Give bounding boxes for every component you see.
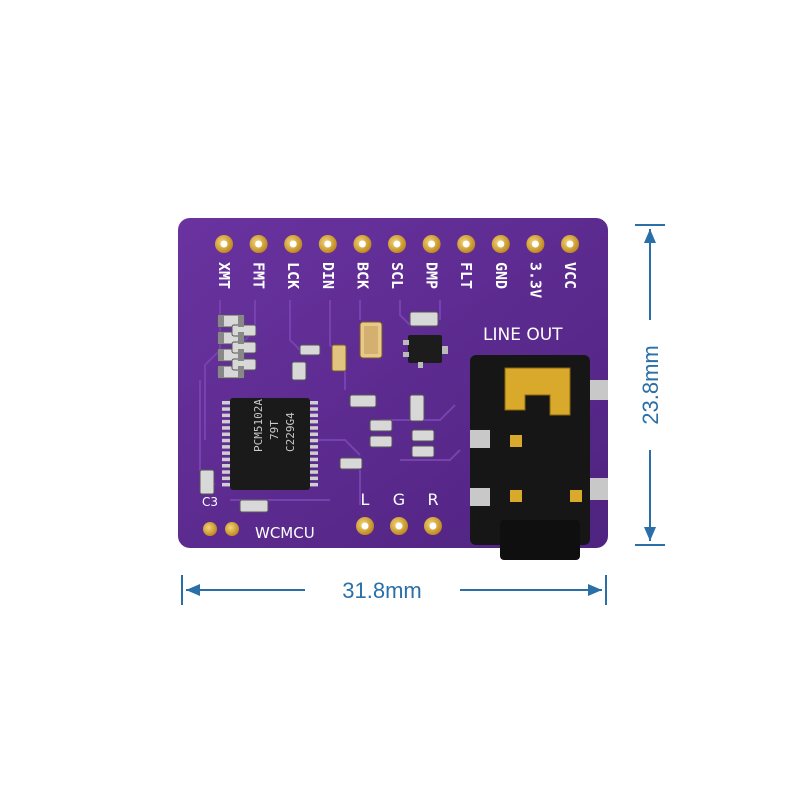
chip-leg	[222, 407, 230, 411]
chip-leg	[222, 451, 230, 455]
chip-leg	[222, 432, 230, 436]
header-pad-hole	[358, 240, 366, 248]
audio-pad-hole	[429, 522, 437, 530]
chip-leg	[310, 457, 318, 462]
chip-leg	[310, 451, 318, 455]
dac-chip: PCM5102A 79T C229G4	[222, 398, 318, 490]
audio-pin-label-l: L	[361, 490, 370, 509]
height-dimension-label: 23.8mm	[638, 345, 663, 424]
chip-leg	[310, 401, 318, 405]
corner-pads	[203, 522, 239, 536]
header-pad-hole	[289, 240, 297, 248]
header-pad-hole	[393, 240, 401, 248]
chip-leg	[310, 426, 318, 430]
header-pad-hole	[220, 240, 228, 248]
chip-leg	[310, 432, 318, 436]
chip-leg	[222, 470, 230, 474]
audio-pin-label-g: G	[393, 490, 405, 509]
brand-label: WCMCU	[255, 524, 315, 542]
chip-leg	[222, 457, 230, 462]
pin-label-33v: 3.3V	[526, 262, 544, 298]
chip-leg	[310, 445, 318, 449]
header-pad-hole	[255, 240, 263, 248]
chip-leg	[310, 470, 318, 474]
chip-leg	[222, 464, 230, 468]
header-pad-hole	[428, 240, 436, 248]
pin-labels: XMT FMT LCK DIN BCK SCL DMP FLT GND 3.3V VCC	[215, 262, 579, 298]
pin-label-scl: SCL	[388, 262, 406, 289]
chip-leg	[222, 419, 230, 424]
chip-leg	[310, 419, 318, 424]
width-dimension	[181, 575, 607, 605]
cap-label: C3	[202, 495, 218, 509]
chip-leg	[222, 401, 230, 405]
chip-leg	[222, 445, 230, 449]
pin-label-bck: BCK	[353, 262, 371, 289]
width-dimension-label: 31.8mm	[342, 578, 421, 603]
line-out-label: LINE OUT	[483, 325, 563, 345]
header-pins	[215, 235, 579, 253]
audio-pin-label-r: R	[427, 490, 438, 509]
chip-label-line2: 79T	[268, 420, 281, 440]
pin-label-flt: FLT	[457, 262, 475, 289]
chip-leg	[310, 464, 318, 468]
chip-label-line1: PCM5102A	[252, 399, 265, 452]
chip-leg	[310, 413, 318, 418]
header-pad-hole	[462, 240, 470, 248]
smd-components	[199, 311, 448, 513]
chip-leg	[222, 438, 230, 443]
pin-label-dmp: DMP	[423, 262, 441, 289]
header-pad-hole	[566, 240, 574, 248]
height-dimension	[635, 224, 665, 546]
chip-leg	[310, 482, 318, 487]
pin-label-gnd: GND	[492, 262, 510, 289]
audio-pad-hole	[361, 522, 369, 530]
chip-leg	[222, 413, 230, 418]
chip-leg	[222, 426, 230, 430]
pin-label-lck: LCK	[284, 262, 302, 289]
header-pad-hole	[324, 240, 332, 248]
chip-leg	[310, 438, 318, 443]
pin-label-fmt: FMT	[250, 262, 268, 289]
audio-jack	[470, 355, 608, 560]
chip-leg	[310, 407, 318, 411]
pin-label-din: DIN	[319, 262, 337, 289]
chip-label-line3: C229G4	[284, 412, 297, 452]
chip-leg	[222, 482, 230, 487]
header-pad-hole	[531, 240, 539, 248]
audio-pad-hole	[395, 522, 403, 530]
chip-leg	[310, 476, 318, 481]
chip-leg	[222, 476, 230, 481]
pin-label-vcc: VCC	[561, 262, 579, 289]
pin-label-xmt: XMT	[215, 262, 233, 289]
header-pad-hole	[497, 240, 505, 248]
